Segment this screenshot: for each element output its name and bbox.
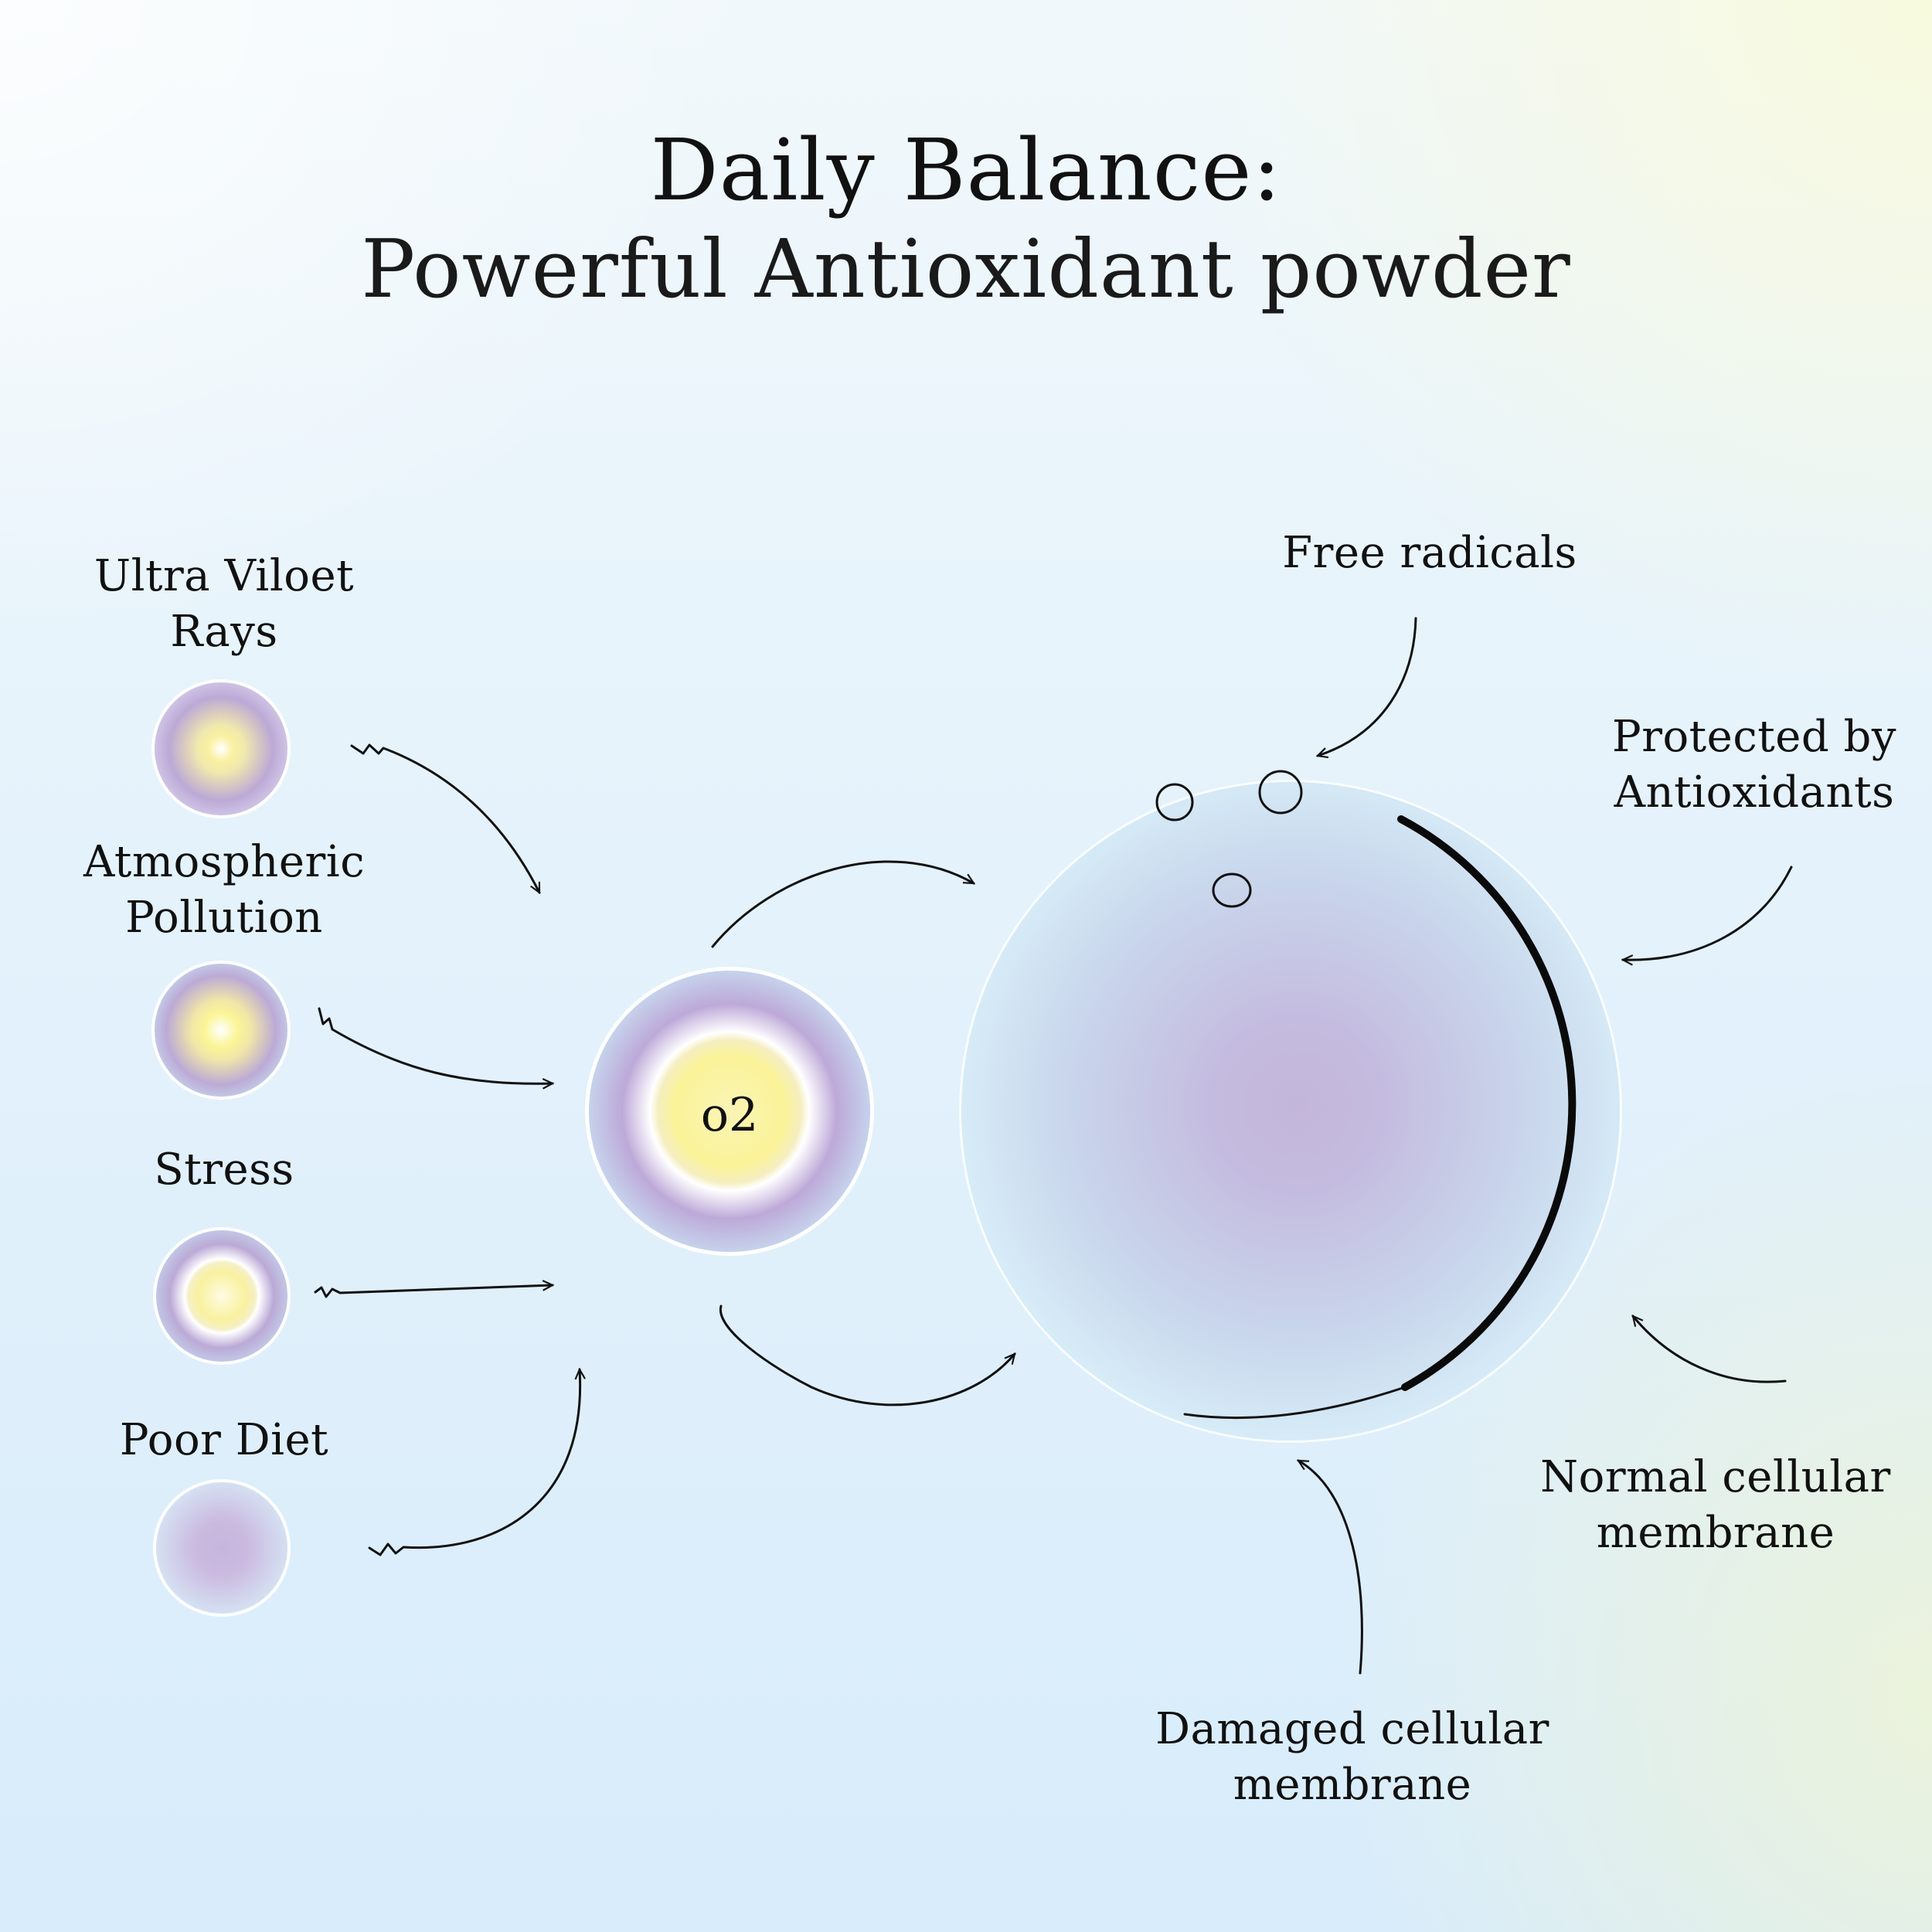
protected-arrow (1621, 866, 1793, 966)
protected-membrane-arc (1397, 815, 1577, 1391)
uv-arrow (350, 743, 541, 895)
stress-arrow (314, 1280, 555, 1298)
damaged-membrane-line (1183, 1386, 1406, 1420)
free-radical-circle (1258, 770, 1303, 815)
source-label-uv-rays: Ultra Viloet Rays (94, 551, 355, 657)
damaged-membrane-arrow (1296, 1459, 1363, 1675)
oxygen-to-cell-top-arrow (711, 860, 976, 948)
pollution-orb (155, 964, 287, 1097)
free-radical-circle (1212, 872, 1252, 908)
poor-diet-arrow (368, 1367, 586, 1556)
uv-rays-orb (155, 682, 287, 815)
oxygen-orb (589, 971, 870, 1252)
diagram-title: Daily Balance: (650, 121, 1282, 219)
cell-body (961, 782, 1620, 1440)
source-label-poor-diet: Poor Diet (119, 1415, 329, 1465)
diagram-subtitle: Powerful Antioxidant powder (361, 222, 1571, 316)
source-label-pollution: Atmospheric Pollution (83, 837, 366, 943)
protected-label: Protected by Antioxidants (1612, 712, 1896, 818)
normal-membrane-label: Normal cellular membrane (1540, 1452, 1891, 1558)
stress-orb (156, 1230, 287, 1362)
normal-membrane-arrow (1631, 1315, 1787, 1383)
oxygen-to-cell-bottom-arrow (719, 1304, 1016, 1406)
source-label-stress: Stress (154, 1145, 294, 1195)
pollution-arrow (318, 1007, 555, 1090)
free-radicals-label: Free radicals (1282, 528, 1577, 578)
free-radicals-arrow (1315, 617, 1417, 759)
oxygen-label: o2 (700, 1088, 759, 1142)
damaged-membrane-label: Damaged cellular membrane (1155, 1704, 1549, 1810)
poor-diet-orb (156, 1482, 287, 1614)
free-radical-circle (1155, 783, 1194, 821)
